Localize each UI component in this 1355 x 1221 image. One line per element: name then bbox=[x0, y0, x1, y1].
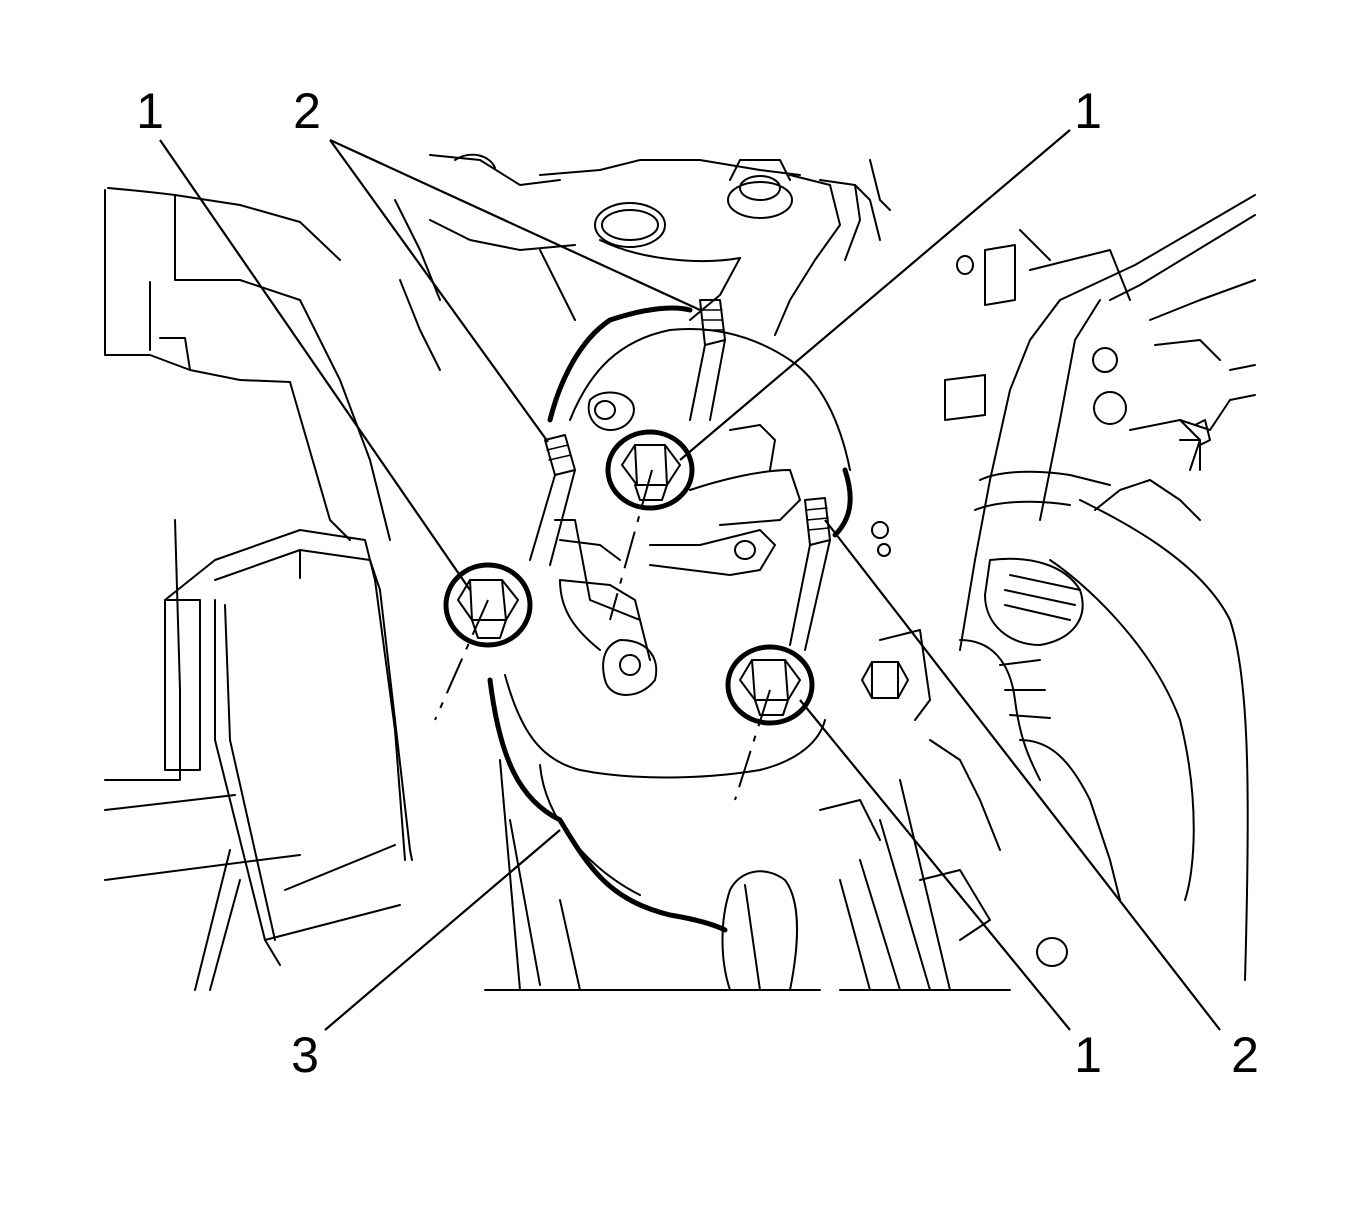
stud-right bbox=[789, 497, 831, 651]
callout-1-bottom-right: 1 bbox=[1074, 1027, 1102, 1083]
callout-2-bottom-right: 2 bbox=[1231, 1027, 1259, 1083]
mount-bracket-panel bbox=[164, 519, 413, 966]
callout-1-top-left: 1 bbox=[136, 83, 164, 139]
nut-left bbox=[443, 562, 533, 648]
stud-upper bbox=[689, 299, 726, 421]
right-frame bbox=[944, 194, 1256, 651]
callout-2-top: 2 bbox=[293, 83, 321, 139]
callout-1-top-right: 1 bbox=[1074, 83, 1102, 139]
stud-left bbox=[529, 434, 576, 566]
coolant-hose bbox=[959, 470, 1249, 981]
nut-lower-right bbox=[725, 644, 815, 726]
nut-upper-center bbox=[605, 429, 695, 511]
differential-housing bbox=[547, 305, 853, 696]
nut-small-right bbox=[860, 661, 910, 699]
callout-3-bottom-left: 3 bbox=[291, 1027, 319, 1083]
left-body-panel bbox=[104, 187, 391, 991]
lower-canister bbox=[487, 674, 826, 991]
stud-axis-lines bbox=[434, 469, 771, 801]
upper-engine-block bbox=[394, 153, 891, 371]
floor-structure bbox=[484, 521, 1068, 991]
leader-lines bbox=[159, 129, 1221, 1031]
callout-labels: 1 2 1 3 1 2 bbox=[136, 83, 1259, 1083]
